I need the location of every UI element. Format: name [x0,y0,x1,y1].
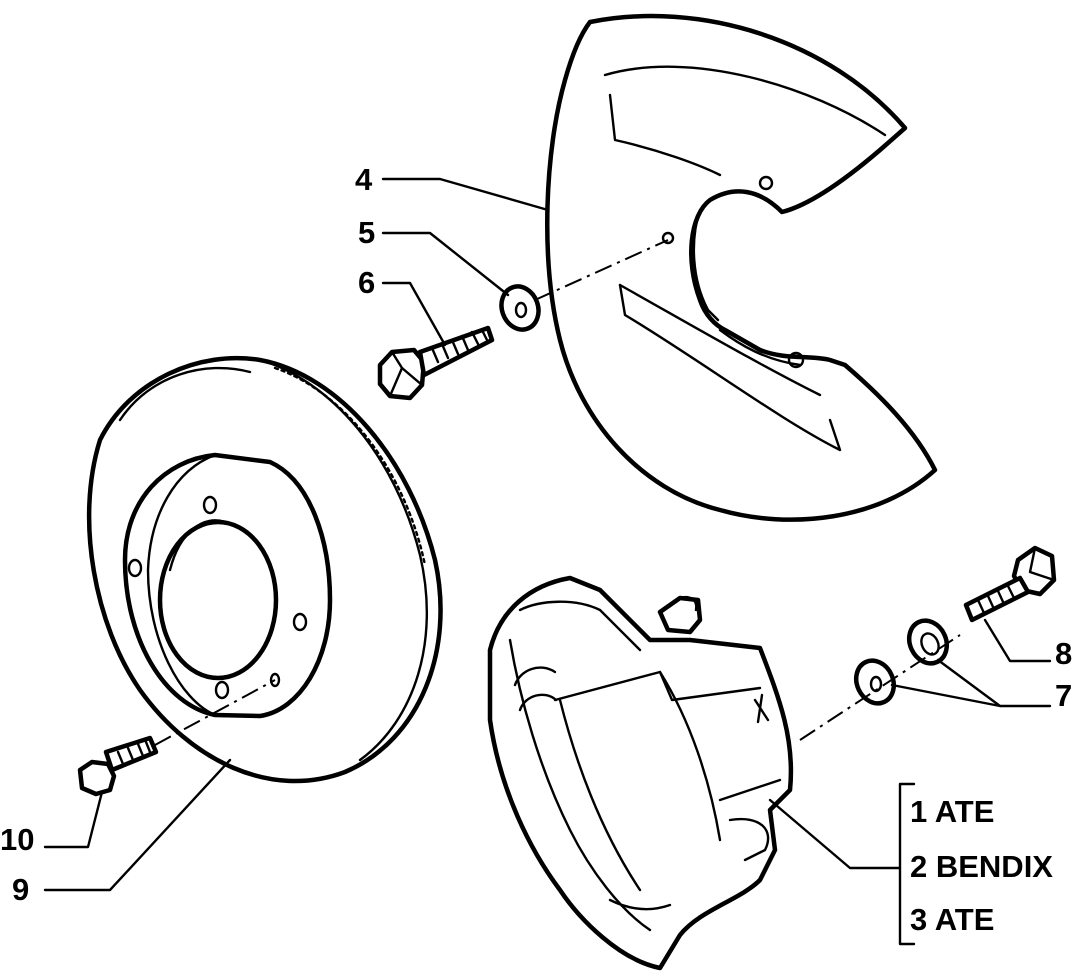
leader-lines [43,177,1052,946]
brake-disc-drawing [86,355,443,784]
variant-ate-1: 1 ATE [910,794,994,829]
callout-7: 7 [1055,678,1072,713]
caliper-drawing [487,575,794,971]
screw-10-drawing [77,679,276,797]
callout-9: 9 [12,872,29,907]
washers-7-drawing [799,618,961,741]
callout-4: 4 [355,162,373,197]
variant-bendix-2: 2 BENDIX [910,849,1053,884]
screw-6-drawing [377,325,495,401]
variant-ate-3: 3 ATE [910,902,994,937]
axis-line-shield [534,239,669,301]
screw-8-drawing [963,545,1057,623]
callout-10: 10 [0,822,34,857]
callout-5: 5 [358,215,375,250]
callout-6: 6 [358,265,375,300]
washer-5-drawing [499,284,541,332]
callout-8: 8 [1055,636,1072,671]
dust-shield-drawing [545,13,938,522]
